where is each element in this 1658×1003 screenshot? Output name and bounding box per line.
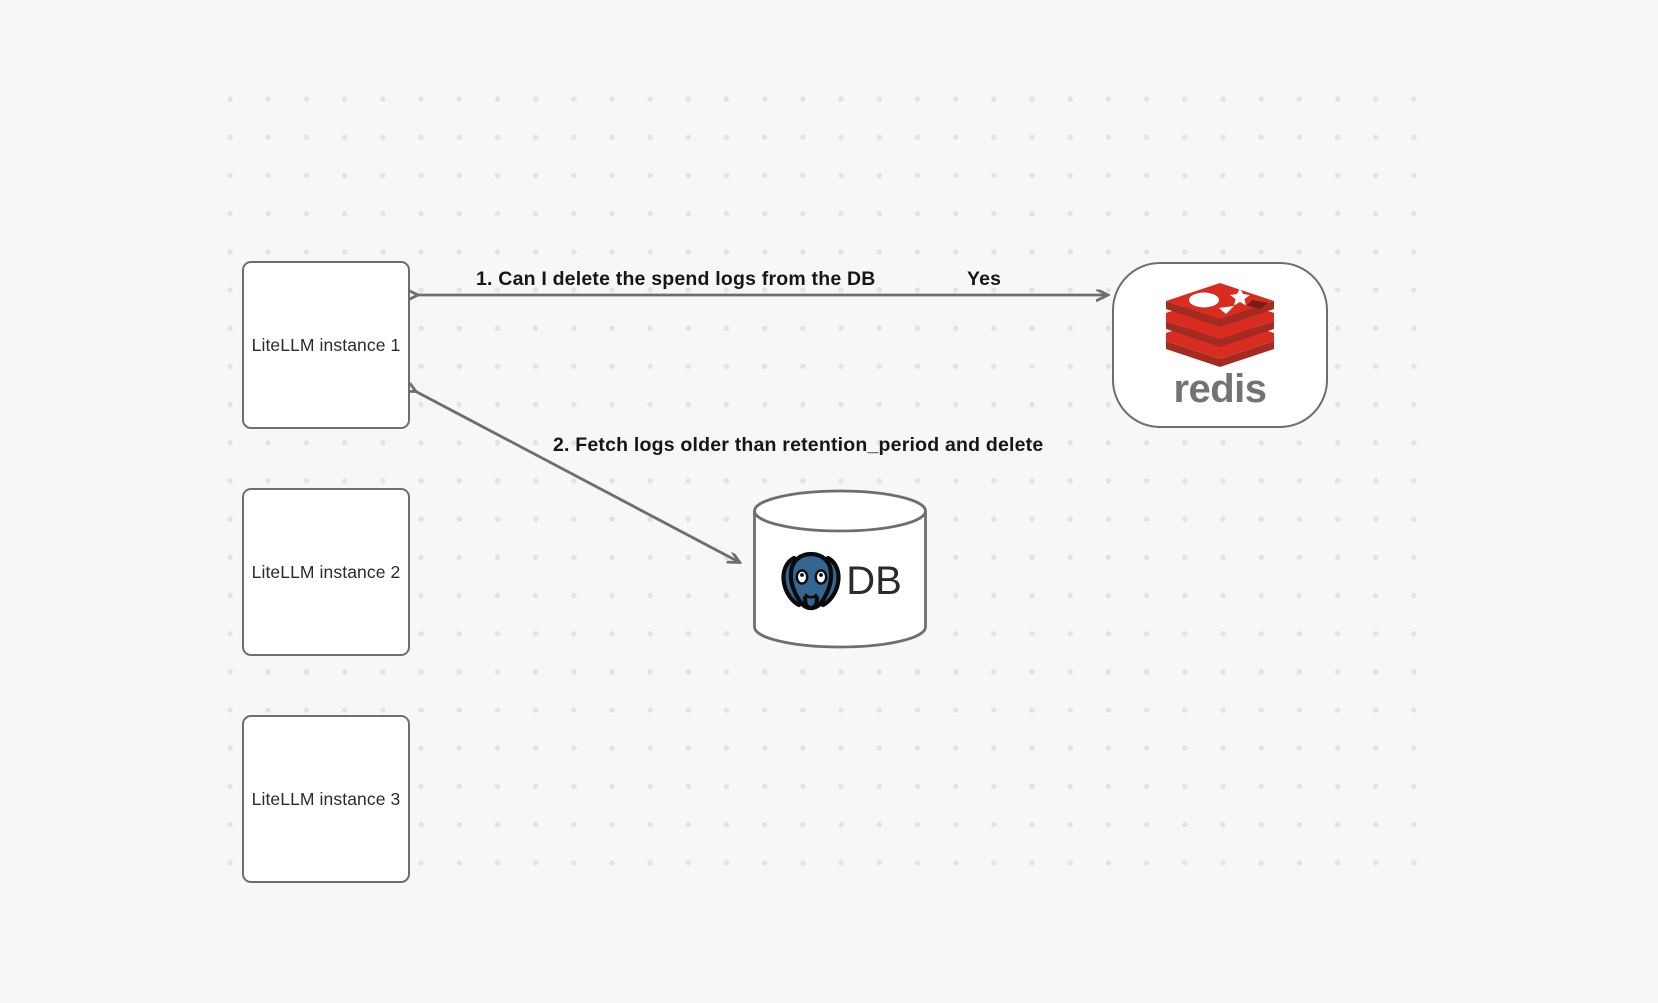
redis-wordmark: redis xyxy=(1173,367,1267,411)
edge-label-step-1-response: Yes xyxy=(967,268,1002,290)
node-database[interactable]: DB xyxy=(752,489,928,649)
edge-label-step-1: 1. Can I delete the spend logs from the … xyxy=(476,268,876,290)
node-label-instance-1: LiteLLM instance 1 xyxy=(251,334,401,355)
node-label-instance-2: LiteLLM instance 2 xyxy=(251,561,401,582)
database-label-row: DB xyxy=(752,541,928,621)
redis-cube-icon xyxy=(1166,283,1274,367)
postgresql-elephant-icon xyxy=(781,551,841,611)
node-redis[interactable]: redis xyxy=(1112,262,1328,428)
node-litellm-instance-1[interactable]: LiteLLM instance 1 xyxy=(242,261,410,429)
node-litellm-instance-2[interactable]: LiteLLM instance 2 xyxy=(242,488,410,656)
node-label-instance-3: LiteLLM instance 3 xyxy=(251,788,401,809)
edge-label-step-2: 2. Fetch logs older than retention_perio… xyxy=(553,434,1044,456)
database-label: DB xyxy=(846,559,902,603)
node-litellm-instance-3[interactable]: LiteLLM instance 3 xyxy=(242,715,410,883)
redis-logo: redis xyxy=(1162,283,1278,409)
edge-instance1-database xyxy=(415,391,739,562)
